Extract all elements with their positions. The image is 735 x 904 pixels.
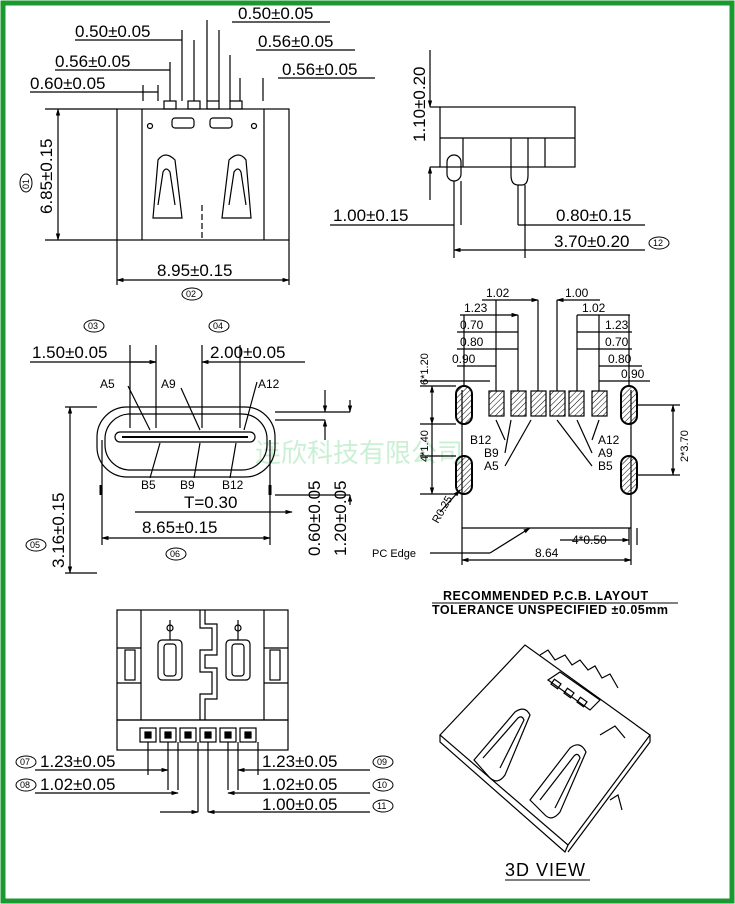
pcb-dim-pads: 6*1.20 bbox=[419, 353, 431, 385]
callout-02: 02 bbox=[181, 287, 203, 301]
view-3d-label: 3D VIEW bbox=[505, 860, 586, 880]
pin-a5: A5 bbox=[100, 377, 115, 391]
pin-b9: B9 bbox=[180, 478, 195, 492]
dim-056-c: 0.56±0.05 bbox=[282, 60, 358, 79]
dim-front-height: 3.16±0.15 bbox=[49, 492, 68, 568]
callout-05: 05 bbox=[25, 538, 47, 552]
pcb-top-dim-080-left: 0.80 bbox=[460, 335, 484, 349]
pcb-top-dim-070-left: 0.70 bbox=[460, 318, 484, 332]
pcb-pin-a5: A5 bbox=[484, 459, 499, 473]
callout-01: 01 bbox=[19, 173, 33, 193]
svg-text:10: 10 bbox=[377, 780, 387, 790]
svg-text:01: 01 bbox=[21, 179, 31, 189]
dim-side-height: 1.10±0.20 bbox=[410, 66, 429, 142]
dim-front-width: 8.65±0.15 bbox=[142, 518, 218, 537]
dim-side-total: 3.70±0.20 bbox=[554, 232, 630, 251]
bottom-view bbox=[35, 609, 370, 815]
dim-front-left: 1.50±0.05 bbox=[32, 343, 108, 362]
pin-b5: B5 bbox=[141, 478, 156, 492]
dim-front-right: 2.00±0.05 bbox=[210, 343, 286, 362]
callout-10: 10 bbox=[372, 778, 394, 792]
pcb-top-dim-102-left: 1.02 bbox=[486, 286, 510, 300]
svg-text:12: 12 bbox=[653, 238, 663, 248]
svg-text:09: 09 bbox=[377, 757, 387, 767]
pcb-top-dim-100: 1.00 bbox=[565, 286, 589, 300]
dim-width-895: 8.95±0.15 bbox=[157, 261, 233, 280]
dim-bottom-r123: 1.23±0.05 bbox=[262, 752, 338, 771]
dim-thickness: T=0.30 bbox=[184, 493, 237, 512]
pcb-top-dim-080-right: 0.80 bbox=[608, 352, 632, 366]
dim-bottom-r102: 1.02±0.05 bbox=[262, 775, 338, 794]
pin-a9: A9 bbox=[161, 377, 176, 391]
watermark: 连欣科技有限公司 bbox=[255, 439, 463, 469]
dim-bottom-l102: 1.02±0.05 bbox=[40, 775, 116, 794]
svg-text:08: 08 bbox=[20, 780, 30, 790]
pcb-top-dim-090-left: 0.90 bbox=[452, 352, 476, 366]
callout-12: 12 bbox=[648, 236, 670, 250]
callout-03: 03 bbox=[83, 319, 105, 333]
callout-11: 11 bbox=[372, 799, 394, 813]
callout-07: 07 bbox=[15, 755, 37, 769]
pcb-top-dim-123-left: 1.23 bbox=[464, 301, 488, 315]
callout-08: 08 bbox=[15, 778, 37, 792]
callout-09: 09 bbox=[372, 755, 394, 769]
pcb-dim-slots: 4*1.40 bbox=[419, 430, 431, 462]
callout-06: 06 bbox=[165, 547, 187, 561]
pcb-dim-right: 2*3.70 bbox=[679, 430, 691, 462]
pcb-pin-b12: B12 bbox=[470, 433, 492, 447]
pcb-top-dim-090-right: 0.90 bbox=[621, 367, 645, 381]
svg-text:11: 11 bbox=[377, 801, 386, 811]
pc-edge-label: PC Edge bbox=[372, 548, 416, 560]
pcb-top-dim-070-right: 0.70 bbox=[605, 335, 629, 349]
pin-b12: B12 bbox=[222, 478, 244, 492]
pcb-top-dim-123-right: 1.23 bbox=[605, 318, 629, 332]
view-3d bbox=[439, 644, 651, 853]
pcb-title-line2: TOLERANCE UNSPECIFIED ±0.05mm bbox=[432, 603, 668, 617]
pcb-pin-b9: B9 bbox=[484, 446, 499, 460]
dim-060-vert: 0.60±0.05 bbox=[305, 480, 324, 556]
pcb-title-line1: RECOMMENDED P.C.B. LAYOUT bbox=[443, 589, 649, 603]
pcb-layout bbox=[420, 297, 680, 565]
pcb-top-dim-102-right: 1.02 bbox=[582, 301, 606, 315]
front-view bbox=[30, 345, 353, 574]
dim-050-left: 0.50±0.05 bbox=[75, 22, 151, 41]
dim-050-right: 0.50±0.05 bbox=[238, 4, 314, 23]
dim-side-left: 1.00±0.15 bbox=[333, 206, 409, 225]
pcb-pin-b5: B5 bbox=[598, 459, 613, 473]
top-view bbox=[30, 20, 375, 285]
pin-a12: A12 bbox=[258, 377, 280, 391]
dim-056-b: 0.56±0.05 bbox=[258, 32, 334, 51]
svg-text:07: 07 bbox=[20, 757, 30, 767]
dim-height-685: 6.85±0.15 bbox=[37, 138, 56, 214]
pcb-pin-a9: A9 bbox=[598, 446, 613, 460]
dim-side-right: 0.80±0.15 bbox=[556, 206, 632, 225]
dim-bottom-l123: 1.23±0.05 bbox=[40, 752, 116, 771]
dim-120-vert: 1.20±0.05 bbox=[331, 480, 350, 556]
svg-text:05: 05 bbox=[30, 540, 40, 550]
dim-bottom-r100: 1.00±0.05 bbox=[262, 795, 338, 814]
svg-text:06: 06 bbox=[170, 549, 180, 559]
pcb-dim-radius: R0.25 bbox=[430, 494, 455, 525]
dim-060: 0.60±0.05 bbox=[30, 74, 106, 93]
pcb-dim-pitch: 4*0.50 bbox=[572, 533, 607, 547]
svg-text:03: 03 bbox=[88, 321, 98, 331]
dim-056-a: 0.56±0.05 bbox=[55, 52, 131, 71]
pcb-pin-a12: A12 bbox=[598, 433, 620, 447]
svg-text:04: 04 bbox=[213, 321, 223, 331]
callout-04: 04 bbox=[208, 319, 230, 333]
pcb-dim-width: 8.64 bbox=[535, 546, 559, 560]
side-view bbox=[330, 50, 645, 258]
svg-text:02: 02 bbox=[186, 289, 196, 299]
